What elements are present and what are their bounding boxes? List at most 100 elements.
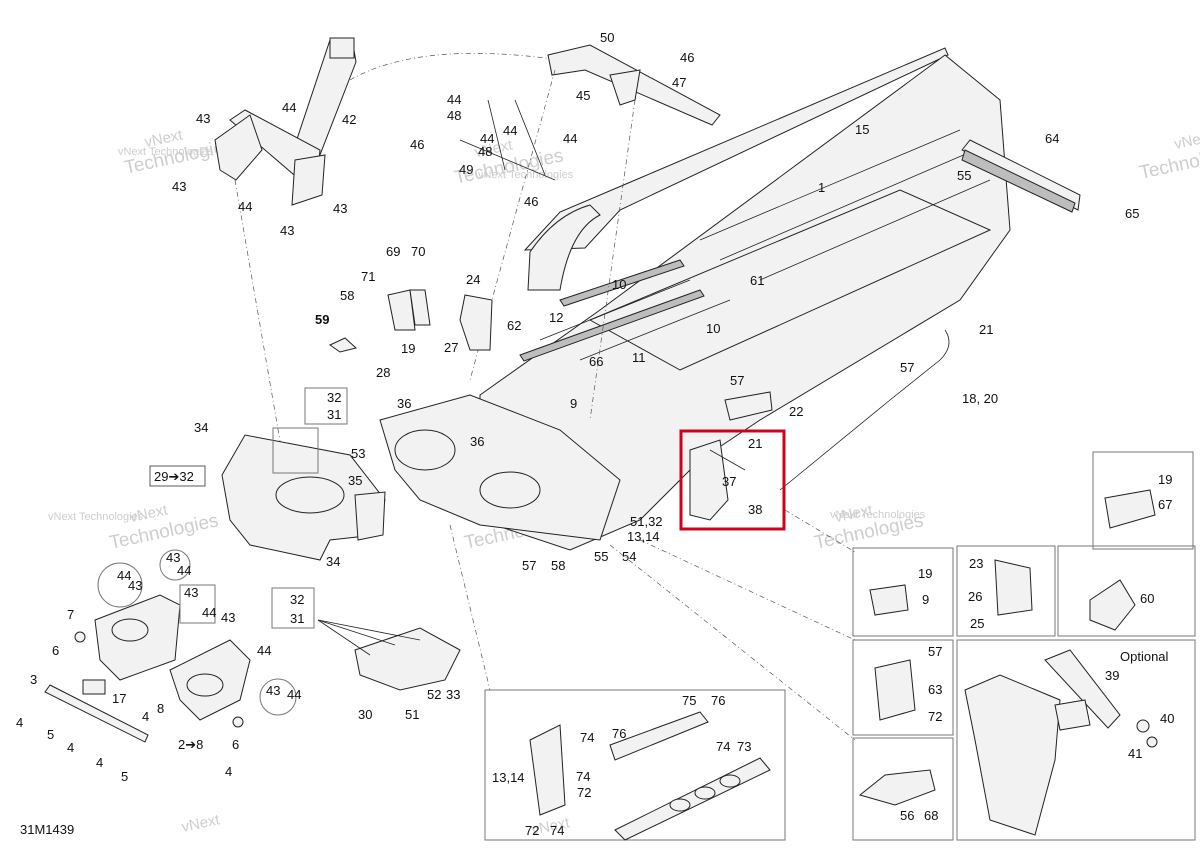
detail-box-60 <box>1057 545 1196 637</box>
callout: 44 <box>177 563 191 578</box>
callout-box <box>149 465 206 487</box>
callout: 37 <box>722 474 736 489</box>
callout: 32 <box>327 390 341 405</box>
callout: 72 <box>928 709 942 724</box>
detail-box-57-63-72 <box>852 639 954 736</box>
callout: 32 <box>290 592 304 607</box>
callout: 12 <box>549 310 563 325</box>
callout: 74 <box>576 769 590 784</box>
callout: 59 <box>315 312 329 327</box>
callout: 36 <box>470 434 484 449</box>
callout: 43 <box>166 550 180 565</box>
callout: 57 <box>900 360 914 375</box>
callout: 10 <box>612 277 626 292</box>
front-frame <box>379 394 621 541</box>
callout: 27 <box>444 340 458 355</box>
callout: 57 <box>730 373 744 388</box>
callout: 44 <box>238 199 252 214</box>
tunnel-front-flap <box>527 204 601 291</box>
callout: 55 <box>957 168 971 183</box>
callout: 46 <box>410 137 424 152</box>
detail-box-23-26-25 <box>956 545 1056 637</box>
watermark-full: vNext Technologies <box>478 169 574 181</box>
callout: 58 <box>551 558 565 573</box>
rail-3 <box>44 684 149 743</box>
callout: 29➔32 <box>154 469 194 484</box>
optional-label: Optional <box>1120 649 1169 664</box>
callout: 1 <box>818 180 825 195</box>
callout: 54 <box>622 549 636 564</box>
callout: 43 <box>333 201 347 216</box>
callout: 44 <box>117 568 131 583</box>
callout: 55 <box>594 549 608 564</box>
tunnel-top-panel <box>523 47 949 251</box>
callout: 69 <box>386 244 400 259</box>
bracket-37 <box>689 439 729 521</box>
detail-circle <box>97 562 143 608</box>
callout: 4 <box>96 755 103 770</box>
detail-circle <box>259 678 297 716</box>
callout: 76 <box>711 693 725 708</box>
callout: 42 <box>342 112 356 127</box>
callout: 34 <box>194 420 208 435</box>
bracket-24 <box>459 294 493 351</box>
callout: 11 <box>632 350 646 365</box>
callout: 51,32 <box>630 514 663 529</box>
detail-box-optional <box>956 639 1196 841</box>
callout: 13,14 <box>627 529 660 544</box>
watermark-line1: vNext <box>1173 128 1200 153</box>
callout: 49 <box>459 162 473 177</box>
callout: 31 <box>327 407 341 422</box>
bracket-59 <box>329 337 358 353</box>
callout: 51 <box>405 707 419 722</box>
detail-box-bottom <box>484 689 786 841</box>
callout: 43 <box>128 578 142 593</box>
callout: 43 <box>280 223 294 238</box>
detail-box <box>179 584 216 624</box>
callout: 44 <box>287 687 301 702</box>
tunnel-assembly <box>379 47 1011 551</box>
detail-boxes <box>484 451 1196 841</box>
callout: 39 <box>1105 668 1119 683</box>
callout: 44 <box>257 643 271 658</box>
callout: 6 <box>232 737 239 752</box>
callout: 43 <box>196 111 210 126</box>
callout: 21 <box>748 436 762 451</box>
callout: 23 <box>969 556 983 571</box>
callout: 28 <box>376 365 390 380</box>
callout: 31 <box>290 611 304 626</box>
callout: 44 <box>480 131 494 146</box>
callout: 52 <box>427 687 441 702</box>
callout: 13,14 <box>492 770 525 785</box>
callout: 70 <box>411 244 425 259</box>
callout: 4 <box>142 709 149 724</box>
watermark-line1: vNext <box>180 811 222 836</box>
callout: 58 <box>340 288 354 303</box>
callout: 74 <box>716 739 730 754</box>
callout: 4 <box>67 740 74 755</box>
detail-box-19-9 <box>852 547 954 637</box>
callout: 67 <box>1158 497 1172 512</box>
callout: 43 <box>172 179 186 194</box>
callout: 19 <box>1158 472 1172 487</box>
callout: 61 <box>750 273 764 288</box>
callout: 21 <box>979 322 993 337</box>
callout: 22 <box>789 404 803 419</box>
bracket-70 <box>409 289 431 326</box>
callout: 40 <box>1160 711 1174 726</box>
callout: 44 <box>447 92 461 107</box>
callout: 41 <box>1128 746 1142 761</box>
callout: 43 <box>184 585 198 600</box>
callout: 4 <box>225 764 232 779</box>
rail-12 <box>559 259 685 307</box>
callout: 44 <box>202 605 216 620</box>
callout: 74 <box>550 823 564 838</box>
detail-box-19-67 <box>1092 451 1194 550</box>
callout: 43 <box>221 610 235 625</box>
callout: 76 <box>612 726 626 741</box>
callout: 19 <box>401 341 415 356</box>
detail-circle <box>159 549 191 581</box>
callout: 62 <box>507 318 521 333</box>
callout: 68 <box>924 808 938 823</box>
